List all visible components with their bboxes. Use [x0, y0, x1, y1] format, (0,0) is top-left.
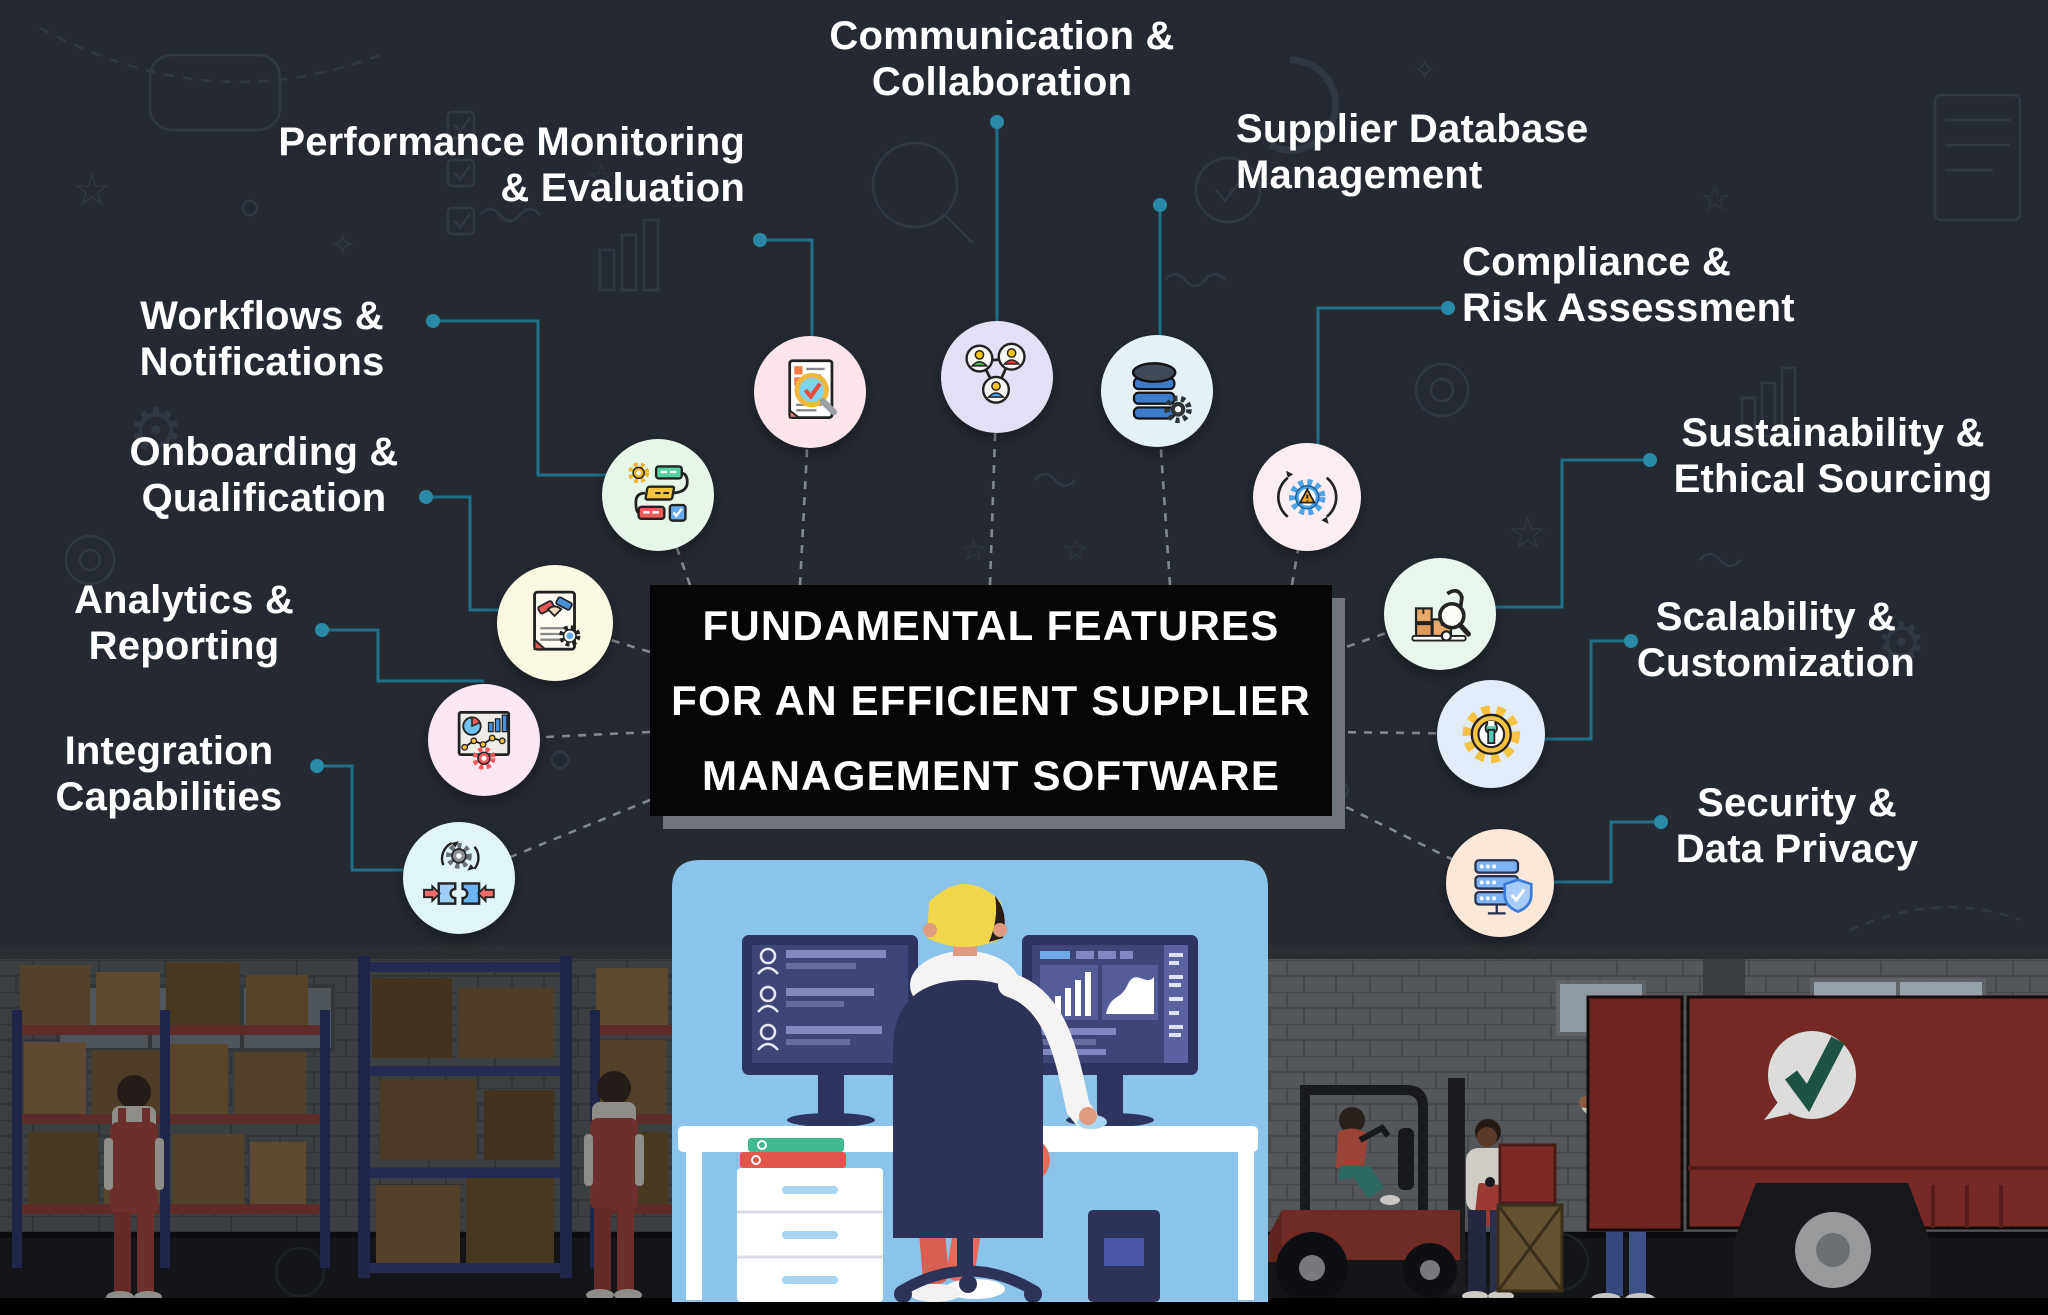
svg-text:☆: ☆	[1508, 508, 1547, 559]
database-gear-icon	[1101, 335, 1213, 447]
drawer-unit	[737, 1168, 883, 1302]
boxes-magnifier-icon	[1384, 558, 1496, 670]
contract-handshake-art	[533, 591, 581, 652]
svg-text:✧: ✧	[1412, 53, 1437, 88]
dashboard-charts-art	[457, 711, 511, 770]
label-onboarding-qualification: Onboarding &Qualification	[129, 430, 399, 520]
flowchart-art	[628, 462, 689, 522]
area-chart-widget	[1102, 965, 1158, 1020]
gear-warning-art	[1276, 470, 1338, 524]
gear-warning-sync-icon	[1253, 443, 1361, 551]
blond-hair	[927, 884, 1003, 947]
chair-back	[893, 980, 1043, 1238]
contract-handshake-icon	[497, 565, 613, 681]
database-gear-art	[1131, 362, 1192, 424]
person-at-desk-illustration	[672, 860, 1268, 1302]
puzzle-gears-icon	[403, 822, 515, 934]
tall-rack	[358, 956, 572, 1278]
label-workflows-notifications: Workflows &Notifications	[139, 294, 385, 384]
title-box: FUNDAMENTAL FEATURES FOR AN EFFICIENT SU…	[650, 585, 1345, 829]
left-monitor	[742, 935, 918, 1127]
arm-and-mouse	[998, 973, 1107, 1130]
label-compliance-risk-assessment: Compliance &Risk Assessment	[1462, 240, 1795, 330]
report-magnifier-check-icon	[754, 336, 866, 448]
delivery-truck	[1586, 995, 2048, 1303]
server-shield-art	[1474, 858, 1533, 915]
flowchart-gear-icon	[602, 439, 714, 551]
title-line-2: FOR AN EFFICIENT SUPPLIER	[671, 677, 1311, 724]
pc-tower	[1088, 1210, 1160, 1302]
office-chair	[893, 980, 1050, 1302]
label-analytics-reporting: Analytics &Reporting	[73, 578, 295, 668]
gear-wrench-art	[1462, 705, 1520, 763]
truck-rear-door	[1586, 995, 1684, 1232]
server-shield-icon	[1446, 829, 1554, 937]
dashboard-charts-icon	[428, 684, 540, 796]
label-security-data-privacy: Security &Data Privacy	[1675, 781, 1919, 871]
forklift	[1266, 1078, 1512, 1304]
svg-text:☆: ☆	[72, 165, 111, 216]
crate-and-box	[1496, 1143, 1564, 1293]
check-icon	[1784, 1036, 1845, 1113]
puzzle-gears-art	[423, 841, 495, 905]
user-list-lines	[786, 950, 886, 1045]
report-magnifier-art	[788, 359, 838, 420]
svg-text:☆: ☆	[1062, 533, 1089, 568]
people-network-icon	[941, 321, 1053, 433]
user-list-icons	[757, 947, 779, 1051]
svg-text:✧: ✧	[330, 228, 355, 263]
title-line-3: MANAGEMENT SOFTWARE	[701, 752, 1281, 799]
label-scalability-customization: Scalability &Customization	[1636, 595, 1916, 685]
label-performance-monitoring-evaluation: Performance Monitoring& Evaluation	[278, 120, 745, 210]
binders	[740, 1138, 846, 1168]
svg-text:☆: ☆	[1700, 179, 1730, 219]
svg-text:☆: ☆	[960, 533, 987, 568]
title-line-1: FUNDAMENTAL FEATURES	[702, 602, 1280, 649]
people-network-art	[965, 342, 1026, 404]
boxes-magnifier-art	[1411, 589, 1471, 642]
label-sustainability-ethical-sourcing: Sustainability &Ethical Sourcing	[1673, 411, 1993, 501]
truck-check-badge	[1764, 1031, 1856, 1120]
gear-wrench-icon	[1437, 680, 1545, 788]
label-communication-collaboration: Communication &Collaboration	[829, 14, 1175, 104]
